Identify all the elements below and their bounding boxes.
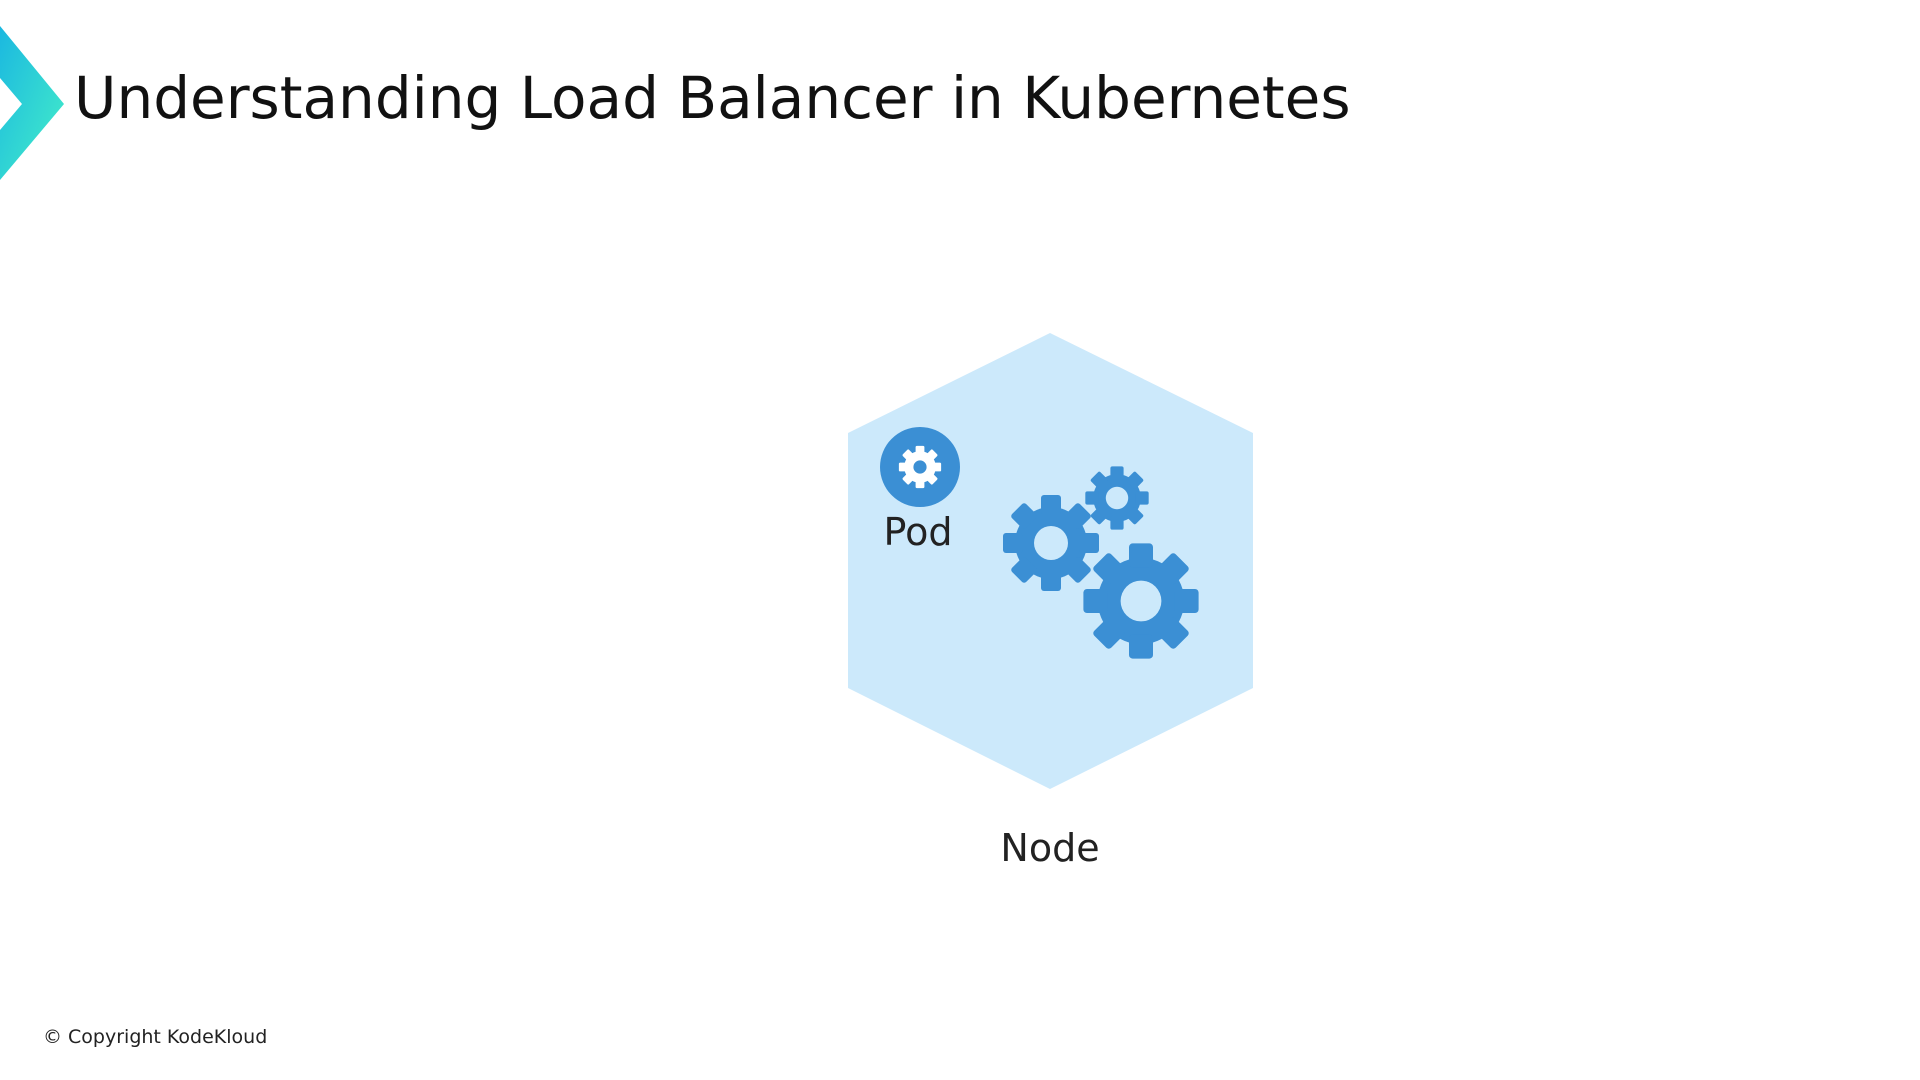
pod-label: Pod: [883, 510, 953, 554]
copyright-text: © Copyright KodeKloud: [43, 1026, 268, 1048]
gears-icon: [1003, 466, 1199, 659]
slide-title: Understanding Load Balancer in Kubernete…: [74, 64, 1351, 132]
pod-icon: [880, 427, 960, 507]
node-label: Node: [1000, 826, 1100, 870]
chevron-logo-icon: [0, 26, 64, 180]
